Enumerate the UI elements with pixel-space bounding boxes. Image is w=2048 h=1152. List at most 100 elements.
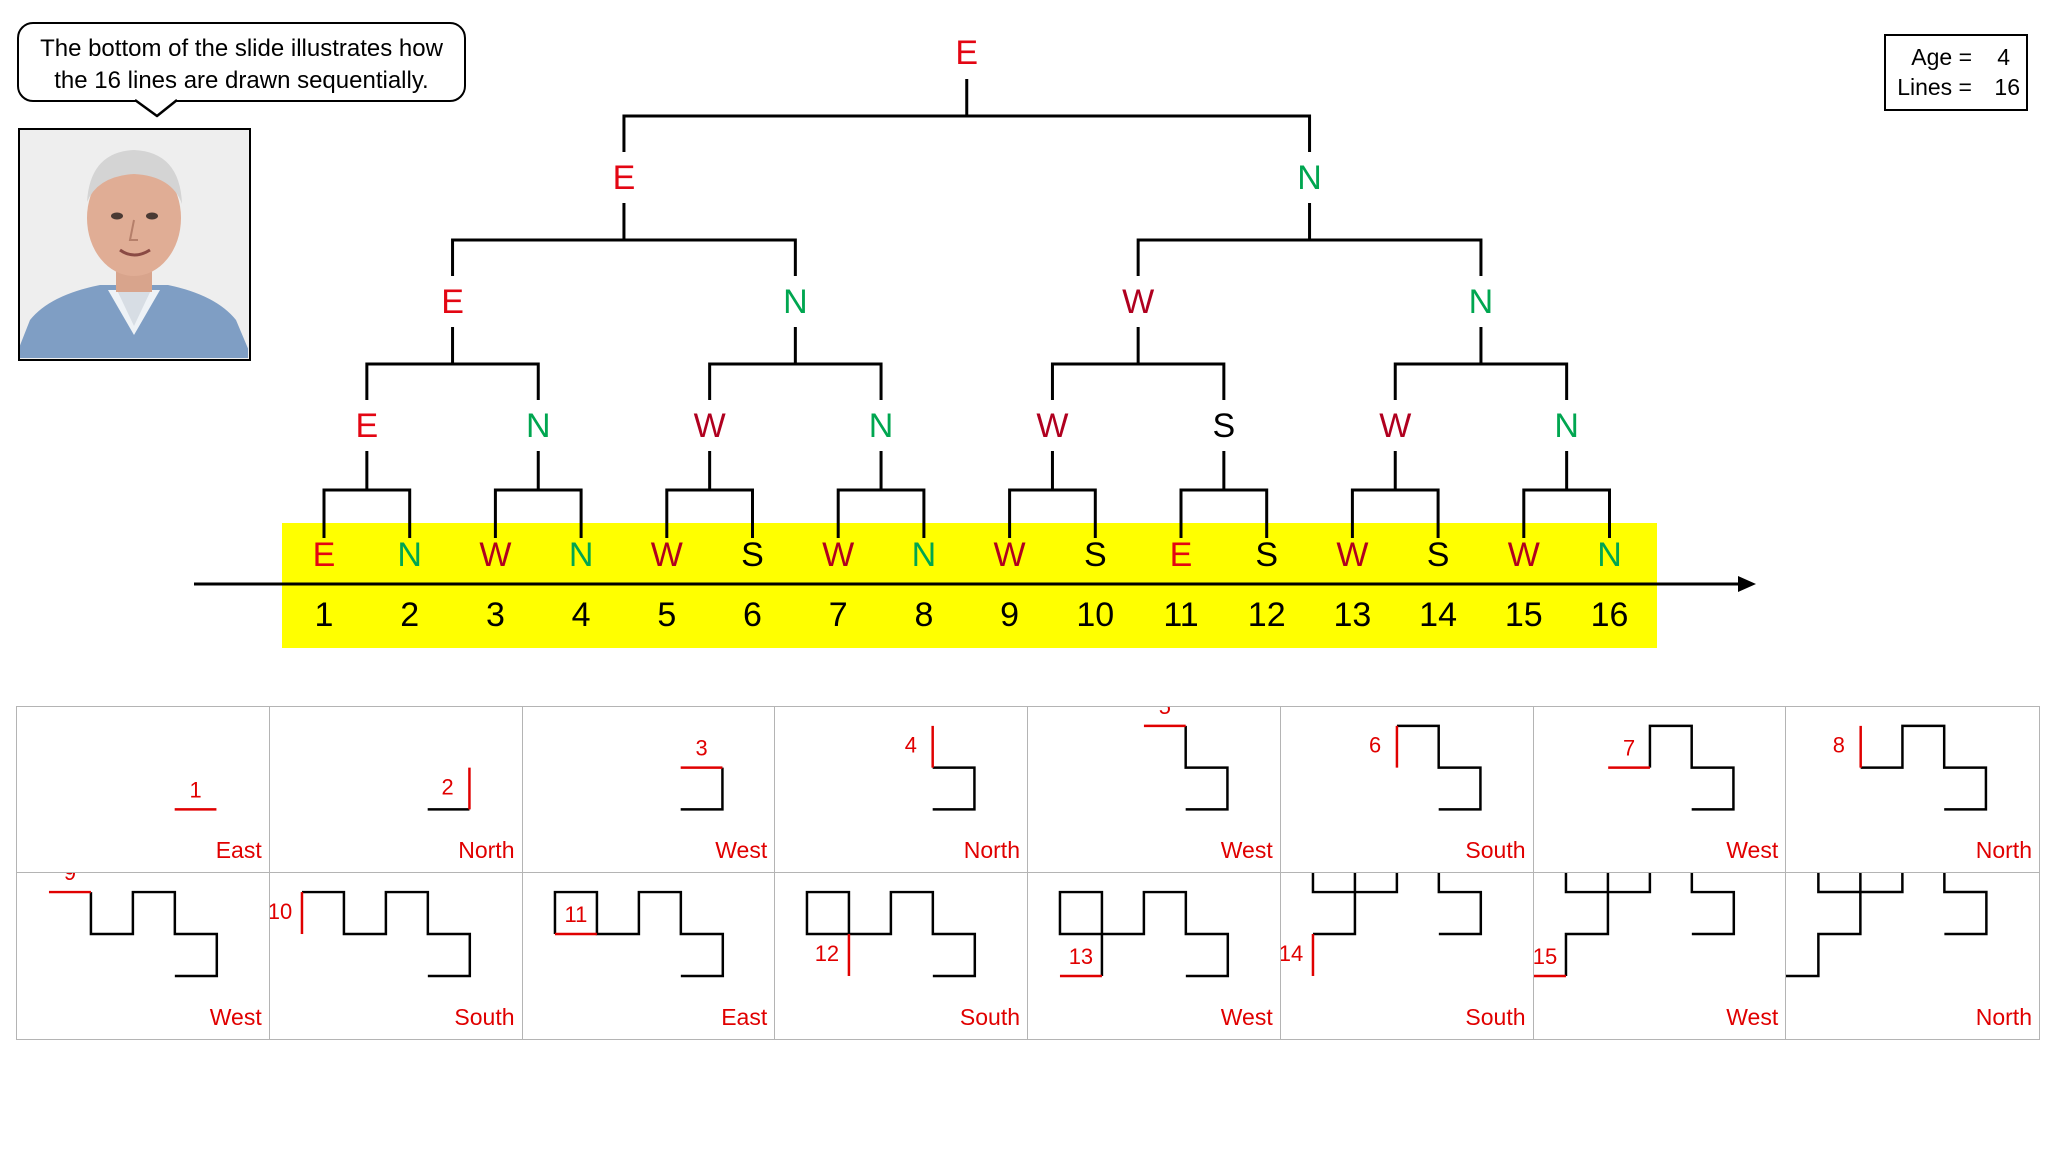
- step-direction-label: East: [215, 837, 262, 863]
- step-direction-label: West: [1726, 837, 1779, 863]
- step-drawing: 5: [1143, 707, 1229, 811]
- leaf-direction-label: S: [1255, 536, 1278, 574]
- leaf-direction-label: S: [1427, 536, 1450, 574]
- step-number: 7: [1622, 736, 1634, 761]
- sequence-number: 6: [743, 596, 762, 634]
- tree-node-label: W: [1122, 283, 1154, 321]
- step-drawing: 13: [1058, 890, 1230, 978]
- step-direction-label: West: [209, 1004, 262, 1030]
- info-box: Age = 4 Lines = 16: [1884, 34, 2028, 111]
- age-row: Age = 4: [1886, 42, 2026, 72]
- tree-node-label: W: [1379, 407, 1411, 445]
- tree-branch: [665, 451, 754, 538]
- leaf-direction-label: W: [1336, 536, 1368, 574]
- step-direction-label: North: [963, 837, 1020, 863]
- sequence-number: 15: [1505, 596, 1543, 634]
- step-direction-label: West: [1220, 1004, 1273, 1030]
- step-direction-label: South: [959, 1004, 1020, 1030]
- previous-lines: [301, 890, 471, 978]
- previous-lines: [805, 890, 977, 978]
- sequence-number: 2: [400, 596, 419, 634]
- step-drawing: 4: [905, 725, 976, 811]
- step-drawing: 16: [1786, 873, 1988, 978]
- step-direction-label: East: [721, 1004, 768, 1030]
- previous-lines: [680, 767, 724, 811]
- step-drawing: 11: [553, 890, 724, 978]
- step-drawing: 8: [1833, 724, 1988, 811]
- step-number: 4: [905, 733, 917, 758]
- sequence-number: 11: [1163, 596, 1198, 634]
- tree-branch: [322, 451, 412, 538]
- step-cell: 9West: [17, 873, 270, 1039]
- tree-node-label: E: [613, 159, 636, 197]
- sequence-number: 8: [914, 596, 933, 634]
- step-drawing: 15: [1533, 873, 1735, 978]
- step-number: 10: [270, 899, 292, 924]
- tree-branch: [1050, 327, 1226, 400]
- sequence-number: 9: [1000, 596, 1019, 634]
- previous-lines: [89, 890, 219, 978]
- leaf-direction-label: N: [569, 536, 594, 574]
- speech-bubble-line-1: The bottom of the slide illustrates how: [40, 35, 443, 62]
- step-drawing: 9: [48, 873, 219, 978]
- speech-bubble-line-2: the 16 lines are drawn sequentially.: [54, 67, 429, 94]
- tree-branch: [708, 327, 883, 400]
- tree-branch: [1008, 451, 1097, 538]
- tree-node-label: E: [441, 283, 464, 321]
- step-drawing: 3: [680, 736, 724, 811]
- tree-node-label: E: [356, 407, 379, 445]
- step-number: 9: [64, 873, 76, 885]
- speech-bubble: The bottom of the slide illustrates how …: [17, 22, 466, 102]
- tree-branch: [1522, 451, 1611, 538]
- step-direction-label: South: [1465, 837, 1526, 863]
- tree-node-label: N: [1554, 407, 1579, 445]
- step-number: 13: [1069, 944, 1093, 969]
- tree-branch: [622, 79, 1312, 152]
- tree-node-label: W: [694, 407, 726, 445]
- previous-lines: [1396, 724, 1482, 811]
- previous-lines: [1648, 724, 1735, 811]
- sequence-number: 13: [1333, 596, 1371, 634]
- leaf-direction-label: W: [651, 536, 683, 574]
- previous-lines: [1564, 873, 1735, 976]
- tree-branch: [1136, 203, 1483, 276]
- previous-lines: [1311, 873, 1482, 936]
- step-drawing: 2: [427, 767, 471, 811]
- axis-arrowhead-icon: [1738, 576, 1756, 592]
- leaf-direction-label: W: [479, 536, 511, 574]
- tree-branch: [1350, 451, 1440, 538]
- tree-node-label: S: [1213, 407, 1236, 445]
- tree-node-label: N: [783, 283, 808, 321]
- leaf-direction-label: N: [912, 536, 937, 574]
- leaf-direction-label: N: [1597, 536, 1622, 574]
- tree-node-label: N: [1297, 159, 1322, 197]
- step-drawing: 10: [270, 890, 471, 978]
- step-number: 12: [815, 941, 839, 966]
- leaf-direction-label: W: [1508, 536, 1540, 574]
- step-direction-label: West: [1220, 837, 1273, 863]
- sequence-number: 5: [657, 596, 676, 634]
- tree-branch: [1393, 327, 1569, 400]
- sequence-number: 4: [572, 596, 591, 634]
- tree-node-label: E: [955, 34, 978, 72]
- tree-node-label: W: [1036, 407, 1068, 445]
- sequence-number: 10: [1076, 596, 1114, 634]
- step-number: 8: [1833, 733, 1845, 758]
- step-direction-label: North: [458, 837, 515, 863]
- previous-lines: [1786, 873, 1988, 978]
- step-cell: 16North: [1786, 873, 2039, 1039]
- step-number: 3: [695, 736, 707, 761]
- tree-branch: [365, 327, 540, 400]
